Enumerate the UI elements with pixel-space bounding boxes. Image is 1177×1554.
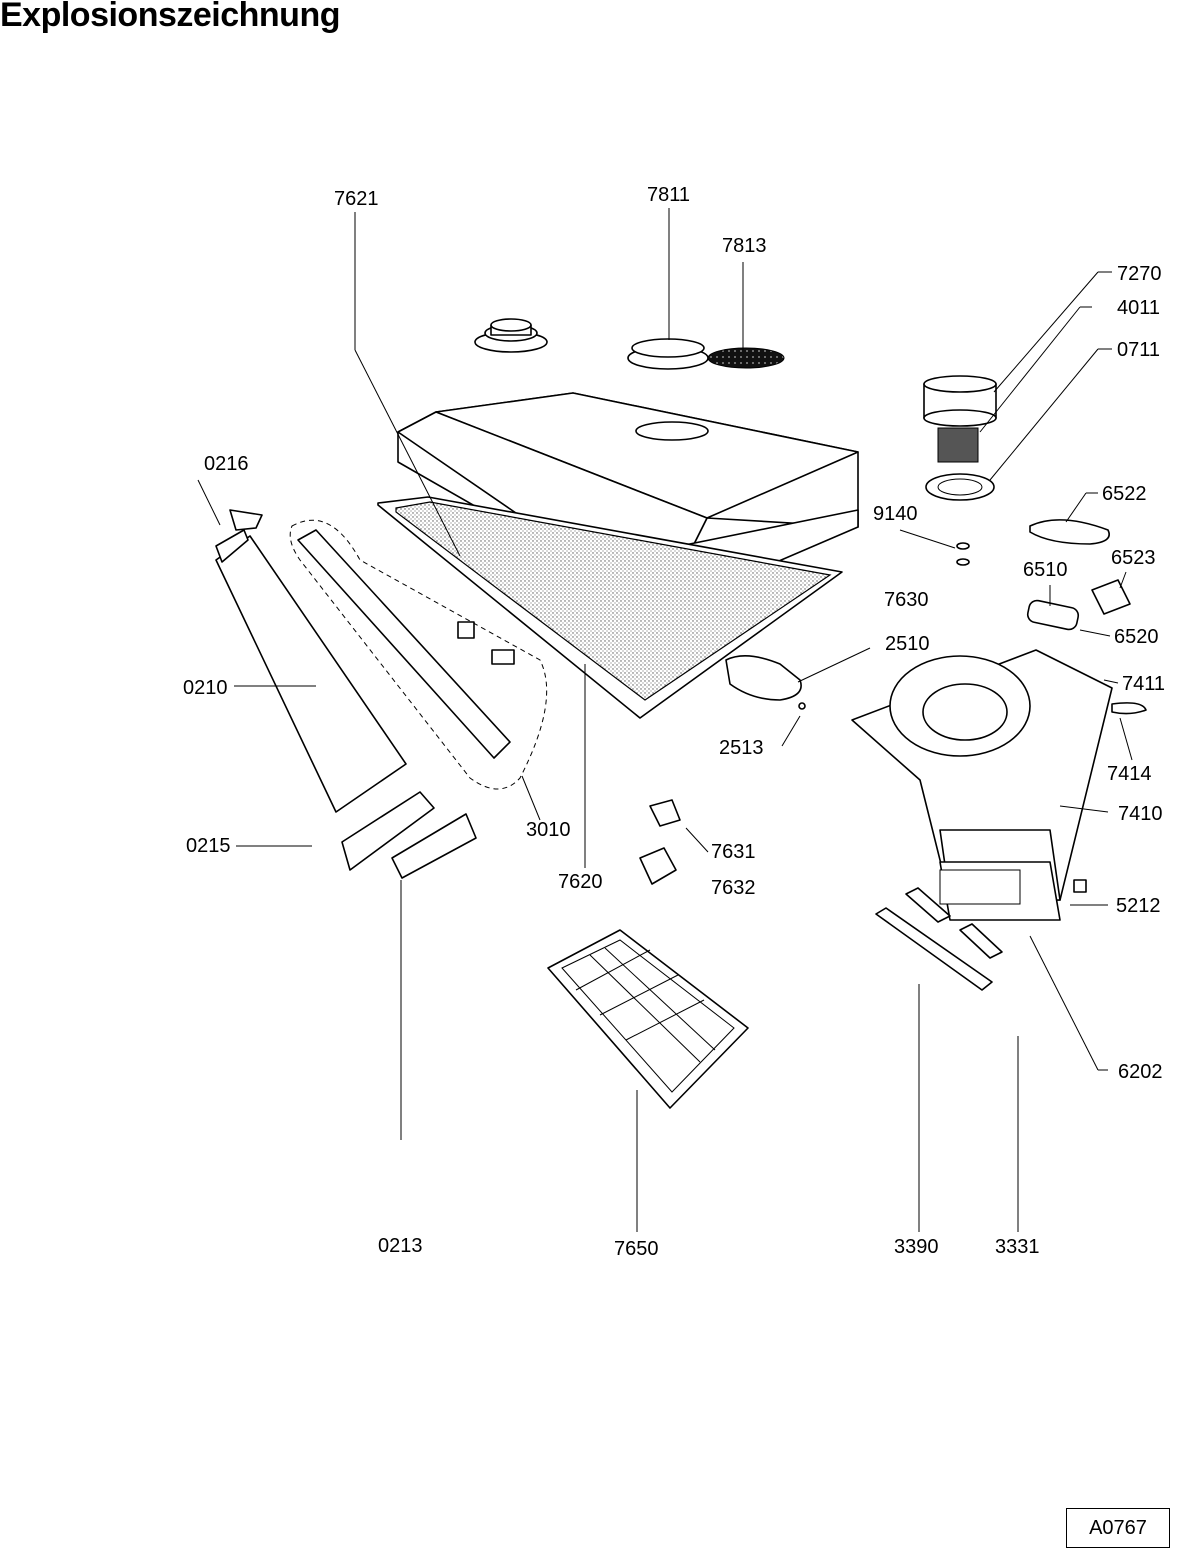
part-number-label: 7270	[1117, 263, 1162, 285]
page-title: Explosionszeichnung	[0, 0, 340, 34]
part-number-label: 3331	[995, 1236, 1040, 1258]
part-number-label: 7411	[1122, 673, 1165, 695]
drawing-reference-code: A0767	[1089, 1516, 1147, 1539]
part-number-label: 5212	[1116, 895, 1161, 917]
filter-frame-part	[547, 929, 749, 1109]
grease-filter-tray	[377, 496, 843, 719]
part-number-label: 0210	[183, 677, 228, 699]
part-number-label: 7813	[722, 235, 767, 257]
lamp-bulb-part	[1026, 599, 1080, 631]
cover-ring-part	[627, 338, 709, 370]
front-profile-part	[289, 519, 548, 790]
lamp-holder-part	[1091, 579, 1131, 615]
part-number-label: 7410	[1118, 803, 1163, 825]
lamp-glass-part	[1029, 519, 1110, 545]
switch-part	[905, 887, 951, 923]
damper-part	[956, 542, 970, 550]
part-number-label: 7630	[884, 589, 929, 611]
motor-assembly	[923, 375, 997, 501]
part-number-label: 7621	[334, 188, 379, 210]
part-number-label: 4011	[1117, 297, 1160, 319]
part-number-label: 9140	[873, 503, 918, 525]
part-number-label: 0216	[204, 453, 249, 475]
part-number-label: 2513	[719, 737, 764, 759]
part-number-label: 0711	[1117, 339, 1160, 361]
switch-part	[639, 847, 677, 885]
clip-part	[649, 799, 681, 827]
part-number-label: 0213	[378, 1235, 423, 1257]
part-number-label: 6523	[1111, 547, 1156, 569]
part-number-label: 7631	[711, 841, 756, 863]
control-panel-part	[391, 813, 477, 879]
part-number-label: 7650	[614, 1238, 659, 1260]
part-number-label: 6510	[1023, 559, 1068, 581]
glass-panel	[215, 509, 407, 813]
switch-part	[959, 923, 1003, 959]
part-number-label: 6202	[1118, 1061, 1163, 1083]
part-number-label: 3390	[894, 1236, 939, 1258]
leader-lines	[197, 208, 1133, 1232]
part-number-label: 6522	[1102, 483, 1147, 505]
drawing-reference-box: A0767	[1066, 1508, 1170, 1548]
screw-part	[798, 702, 806, 710]
carbon-filter-part	[707, 347, 785, 369]
switch-rail-part	[875, 907, 993, 991]
part-number-label: 7620	[558, 871, 603, 893]
part-number-label: 7414	[1107, 763, 1152, 785]
part-number-label: 3010	[526, 819, 571, 841]
part-number-label: 2510	[885, 633, 930, 655]
flange-part	[474, 318, 548, 353]
part-number-label: 7632	[711, 877, 756, 899]
part-number-label: 6520	[1114, 626, 1159, 648]
part-number-label: 7811	[647, 184, 690, 206]
end-cap-part	[341, 791, 435, 871]
fan-housing	[851, 649, 1147, 921]
lamp-cover-part	[725, 655, 802, 701]
part-number-label: 0215	[186, 835, 231, 857]
damper-part	[956, 558, 970, 566]
